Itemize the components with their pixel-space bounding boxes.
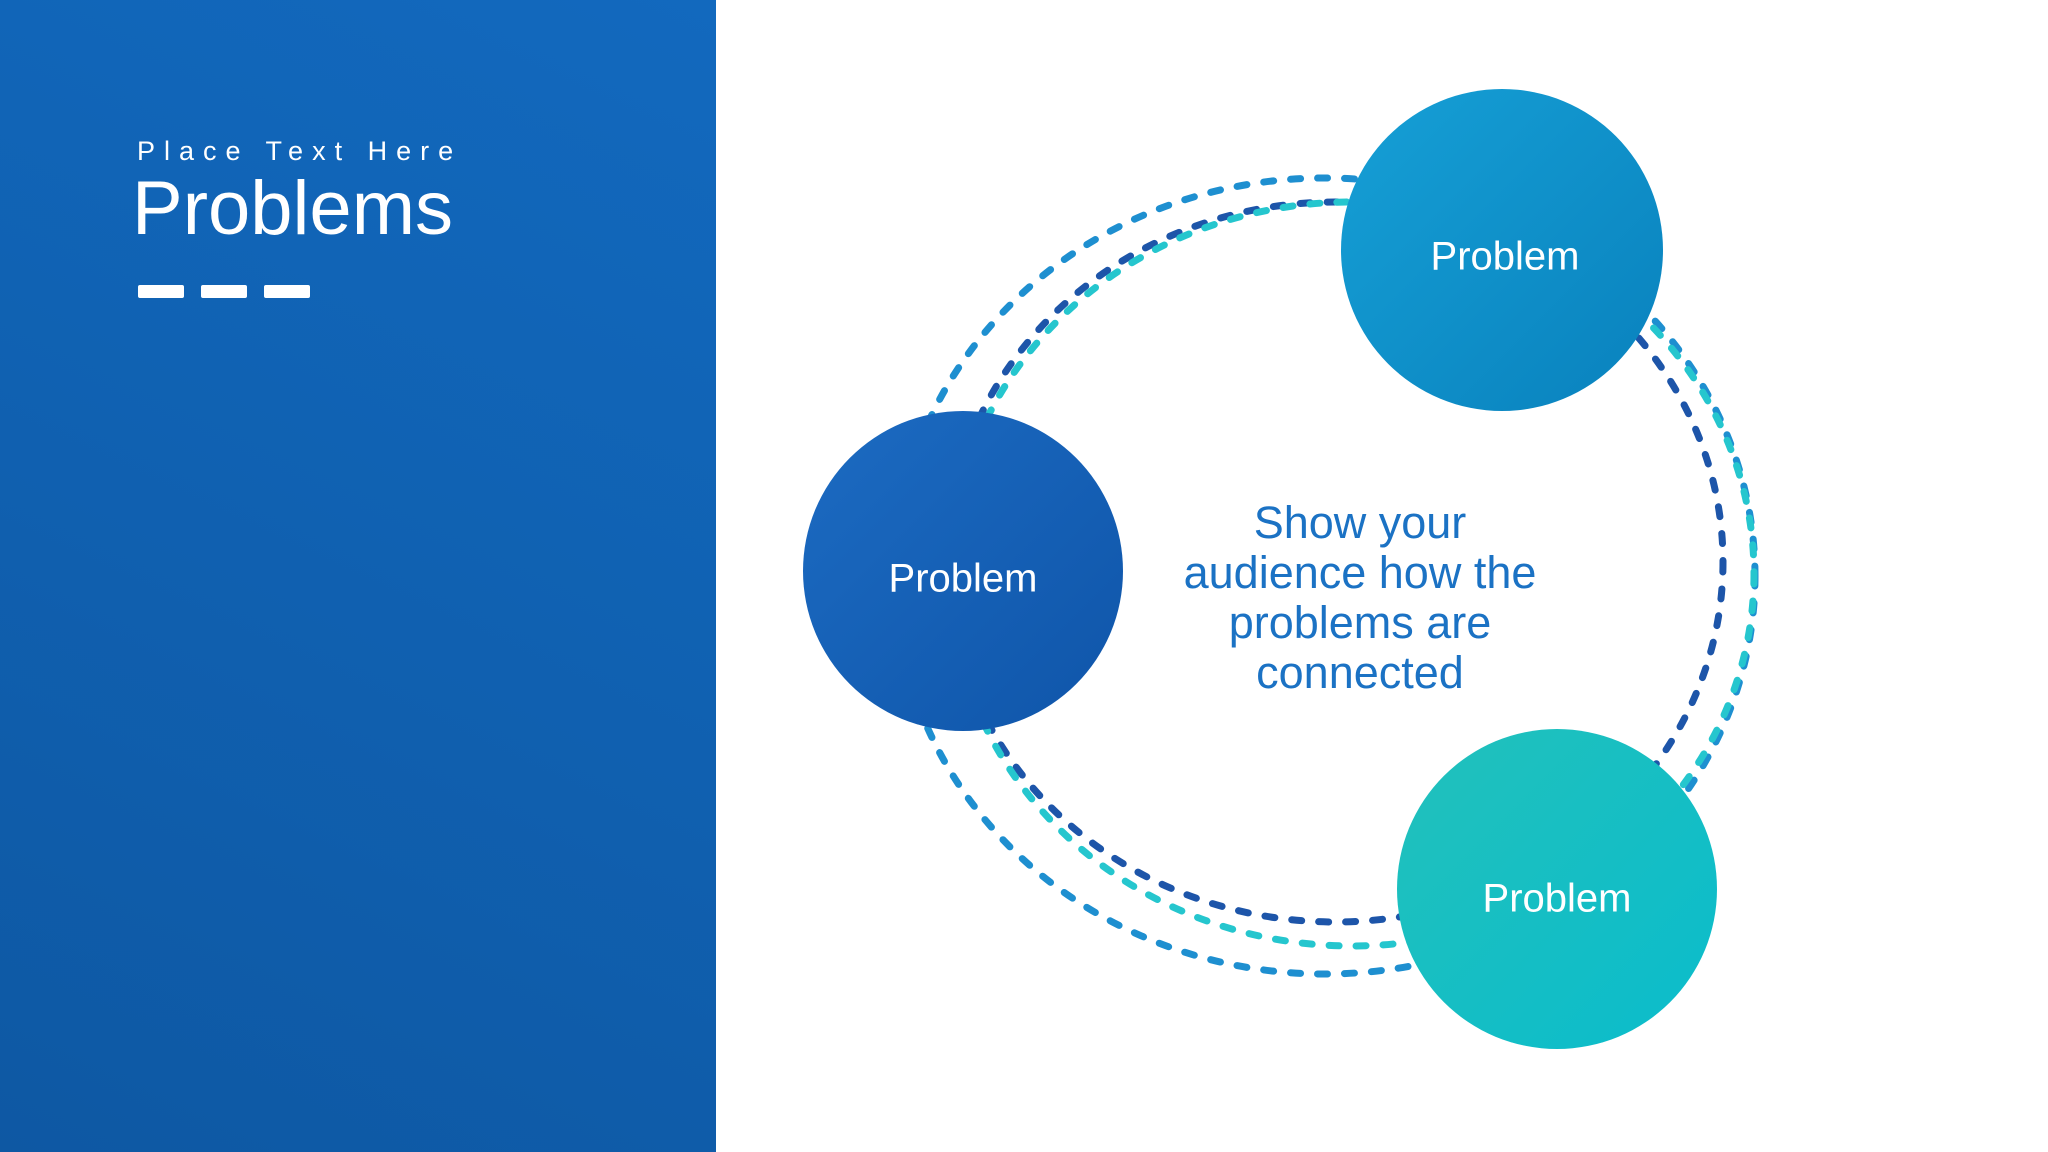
problem-node-top-label: Problem (1430, 234, 1580, 279)
kicker-text: Place Text Here (137, 136, 463, 166)
diagram-caption: Show your audience how the problems are … (1120, 498, 1600, 698)
problem-node-left (803, 411, 1123, 731)
problem-node-top (1341, 89, 1663, 411)
problem-node-bottom-right-label: Problem (1482, 876, 1632, 921)
underline-dash (264, 285, 310, 298)
diagram-caption-line: audience how the (1183, 547, 1537, 598)
diagram-caption-line: Show your (1253, 497, 1467, 548)
diagram-caption-line: problems are (1228, 597, 1492, 648)
slide-title: Problems (132, 166, 453, 251)
problem-node-bottom-right (1397, 729, 1717, 1049)
underline-dash (201, 285, 247, 298)
underline-dash (138, 285, 184, 298)
diagram-caption-line: connected (1256, 647, 1464, 698)
sidebar-panel: Place Text Here Problems (0, 0, 716, 1152)
title-underline (138, 285, 310, 298)
problem-node-left-label: Problem (888, 556, 1038, 601)
